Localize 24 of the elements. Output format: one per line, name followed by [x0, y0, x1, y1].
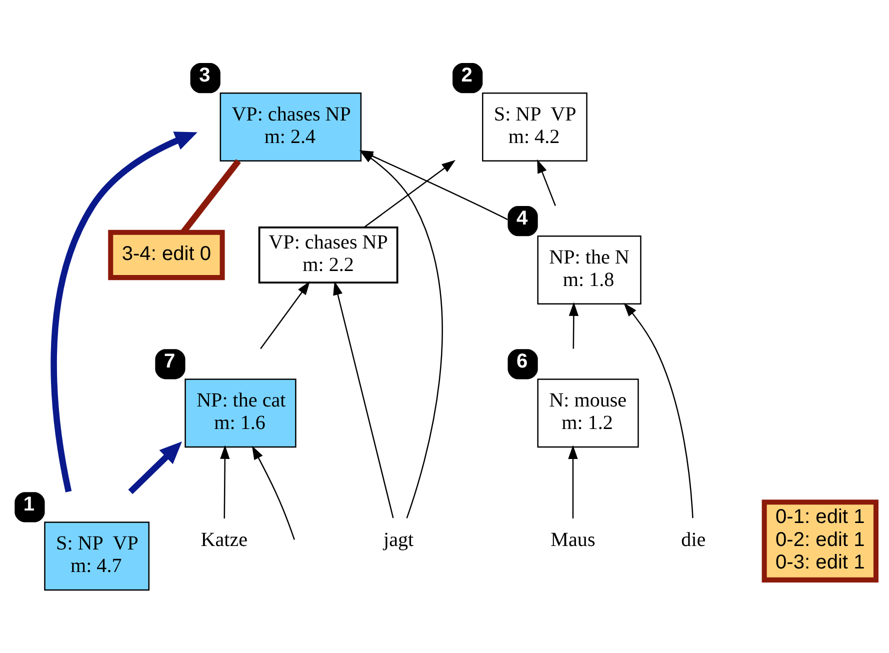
node-text: die — [680, 528, 706, 551]
node-label: 3 — [198, 64, 210, 87]
node-label: 2 — [460, 64, 472, 87]
node-text: jagt — [383, 528, 414, 551]
node-box: 3-4: edit 0 — [108, 230, 224, 280]
node-box: 0-1: edit 1 0-2: edit 1 0-3: edit 1 — [761, 500, 878, 582]
arrow — [50, 132, 197, 492]
node-text: Maus — [550, 528, 595, 551]
arrow — [220, 445, 230, 518]
arrow — [332, 281, 394, 518]
arrow — [363, 160, 456, 228]
arrow — [251, 446, 294, 540]
arrow — [568, 302, 578, 349]
arrow — [623, 302, 693, 518]
arrow — [128, 442, 182, 494]
node-box: VP: chases NP m: 2.2 — [258, 226, 398, 284]
node-label: 6 — [516, 350, 528, 373]
node-label: 7 — [163, 350, 175, 373]
node-label: 1 — [22, 494, 34, 516]
node-label: 4 — [516, 208, 528, 230]
node-text: Katze — [200, 528, 248, 551]
arrow — [568, 445, 578, 518]
arrow — [536, 159, 556, 206]
arrow — [260, 281, 310, 350]
